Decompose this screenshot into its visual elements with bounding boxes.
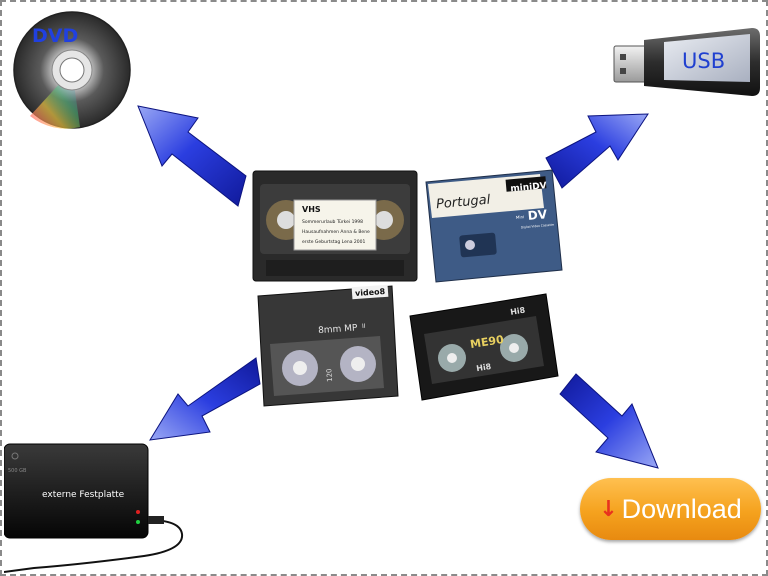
- video8-runtime-label: 120: [325, 368, 334, 382]
- vhs-brand-label: VHS: [302, 205, 321, 214]
- minidv-logo-caption: Digital Video Cassette: [521, 223, 555, 230]
- arrow-to-hdd-icon: [149, 357, 261, 441]
- video8-cassette: video8 8mm MP II 120: [257, 284, 399, 407]
- dvd-label: DVD: [32, 25, 78, 47]
- download-button[interactable]: ↓ Download: [580, 478, 761, 540]
- arrow-to-dvd-icon: [137, 105, 247, 207]
- hdd-capacity-label: 500 GB: [8, 468, 27, 474]
- minidv-cassette: miniDV Portugal Mini DV Digital Video Ca…: [425, 169, 563, 283]
- minidv-logo: DV: [527, 207, 548, 223]
- vhs-cassette: VHS Sommerurlaub Türkei 1998 Hausaufnahm…: [252, 170, 418, 282]
- minidv-logo-prefix: Mini: [516, 214, 525, 220]
- vhs-label-line-3: erste Geburtstag Lena 2001: [302, 239, 365, 245]
- download-arrow-icon: ↓: [599, 496, 618, 522]
- hi8-bottom-label: Hi8: [476, 362, 493, 373]
- minidv-handwritten-label: Portugal: [435, 193, 491, 213]
- minidv-brand-label: miniDV: [510, 181, 547, 194]
- external-hdd: 500 GB externe Festplatte: [4, 443, 184, 573]
- usb-label: USB: [682, 49, 725, 73]
- usb-stick-icon: USB: [613, 28, 760, 96]
- hi8-model-label: ME90: [469, 333, 505, 351]
- vhs-label-line-1: Sommerurlaub Türkei 1998: [302, 219, 363, 225]
- hdd-label: externe Festplatte: [42, 490, 125, 500]
- video8-format-suffix: II: [362, 323, 366, 330]
- dvd-disc-icon: DVD: [13, 11, 131, 129]
- arrow-to-download-icon: [559, 373, 659, 469]
- hi8-cassette: Hi8 ME90 Hi8: [409, 293, 559, 401]
- video8-format-label: 8mm MP: [318, 323, 358, 336]
- vhs-label-line-2: Hausaufnahmen Anna & Bene: [302, 229, 370, 235]
- arrow-to-usb-icon: [545, 113, 649, 189]
- video8-brand-label: video8: [355, 287, 386, 298]
- download-label: Download: [621, 493, 742, 524]
- hi8-top-label: Hi8: [510, 306, 527, 317]
